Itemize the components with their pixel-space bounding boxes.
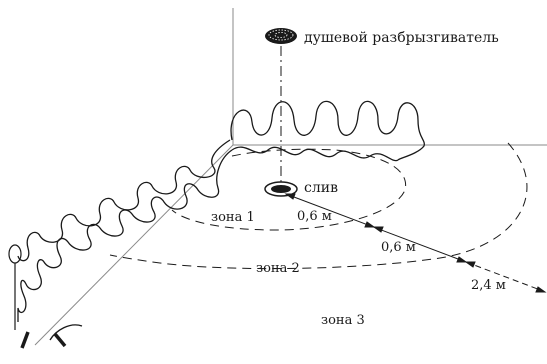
distance-label-1: 0,6 м bbox=[297, 209, 332, 224]
sprinkler-label: душевой разбрызгиватель bbox=[304, 30, 499, 46]
hook-ring bbox=[8, 244, 22, 264]
arrow-head-start bbox=[284, 193, 296, 200]
arrow-tick-1b bbox=[372, 226, 384, 233]
curtain-bottom-hem bbox=[49, 324, 83, 341]
arrow-tick-2 bbox=[456, 256, 468, 263]
curtain-left-wave bbox=[17, 139, 231, 262]
distance-arrow bbox=[284, 193, 547, 293]
curtain-hook bbox=[8, 244, 67, 349]
curtain-bottom-wave bbox=[231, 146, 399, 162]
zone-boundaries bbox=[109, 142, 528, 270]
zone2-label: зона 2 bbox=[256, 261, 300, 276]
zone1-label: зона 1 bbox=[211, 210, 255, 225]
curtain-side-wave bbox=[17, 149, 233, 322]
curtain-tail-right bbox=[53, 332, 67, 348]
arrow-tick-2b bbox=[464, 261, 476, 268]
room-edges bbox=[34, 8, 547, 346]
drain-label: слив bbox=[304, 180, 338, 196]
sprinkler-head-icon bbox=[265, 28, 297, 44]
arrow-tick-1 bbox=[364, 221, 376, 228]
distance-label-2: 0,6 м bbox=[381, 240, 416, 255]
shower-curtain bbox=[17, 100, 425, 341]
curtain-top-wave bbox=[230, 100, 425, 161]
zone2-boundary bbox=[109, 142, 528, 270]
curtain-tail-left bbox=[20, 331, 30, 349]
distance-label-3: 2,4 м bbox=[471, 278, 506, 293]
arrow-head-end bbox=[535, 286, 547, 293]
zone3-label: зона 3 bbox=[321, 313, 365, 328]
drain-icon bbox=[264, 181, 298, 197]
distance-line-dashed bbox=[465, 261, 544, 292]
floor-left-edge bbox=[34, 144, 234, 346]
